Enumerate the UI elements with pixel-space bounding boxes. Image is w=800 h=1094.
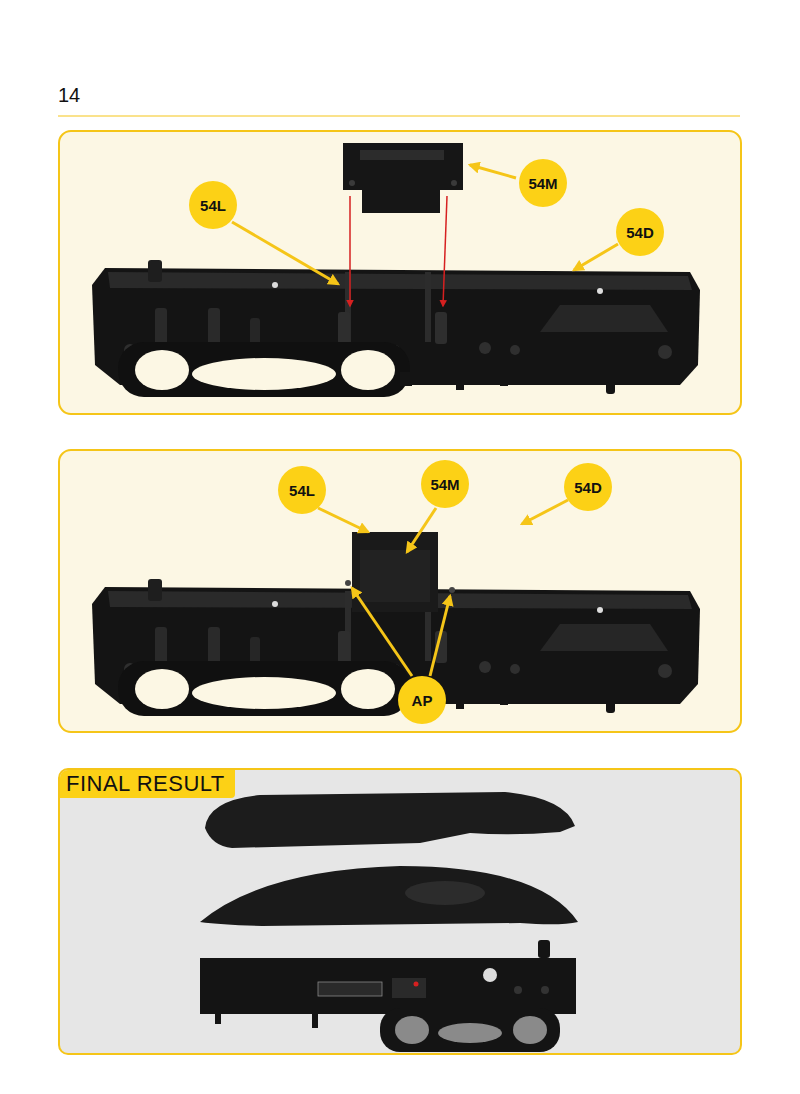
callout-number: 54D xyxy=(574,479,602,496)
leader-line xyxy=(352,588,412,676)
callout-number: AP xyxy=(412,692,433,709)
callout-circle: AP xyxy=(398,676,446,724)
leader-line xyxy=(470,165,516,178)
screw xyxy=(449,587,455,593)
dash-panel xyxy=(392,978,426,998)
dash-panel xyxy=(541,986,549,994)
callout-number: 54M xyxy=(528,175,557,192)
callout-number: 54L xyxy=(200,197,226,214)
dash-middle-cover xyxy=(405,881,485,905)
result-panel: FINAL RESULT xyxy=(58,768,742,1055)
dash-panel xyxy=(215,1014,221,1024)
step-panel xyxy=(59,131,741,414)
gauge-frame xyxy=(438,1023,502,1043)
step-panel xyxy=(59,450,741,732)
dash-panel xyxy=(514,986,522,994)
fit-arrow xyxy=(349,196,351,306)
leader-line xyxy=(407,508,436,552)
result-panel-ground xyxy=(59,769,741,1054)
center-panel-part xyxy=(360,550,430,602)
leader-line xyxy=(232,222,338,284)
dash-panel xyxy=(414,982,419,987)
callout-circle: 54L xyxy=(278,466,326,514)
dash-top-cover xyxy=(205,792,575,848)
dash-panel xyxy=(312,1014,318,1028)
header-rule xyxy=(58,116,740,117)
callout-circle: 54L xyxy=(189,181,237,229)
gauge-frame xyxy=(380,1008,560,1052)
fit-arrow xyxy=(443,196,447,306)
page-number: 14 xyxy=(58,84,80,107)
dashboard-part xyxy=(92,260,700,397)
leader-line xyxy=(574,244,618,270)
dash-panel xyxy=(538,940,550,958)
dash-panel xyxy=(318,982,382,996)
callout-number: 54D xyxy=(626,224,654,241)
leader-line xyxy=(522,500,568,524)
callout-circle: 54D xyxy=(564,463,612,511)
callout-number: 54L xyxy=(289,482,315,499)
leader-line xyxy=(318,508,368,532)
leader-line xyxy=(430,596,450,676)
center-panel-part xyxy=(343,143,463,213)
dash-panel xyxy=(200,958,576,1014)
callout-circle: 54M xyxy=(421,460,469,508)
callout-circle: 54M xyxy=(519,159,567,207)
center-panel-part xyxy=(360,150,444,160)
center-panel-part xyxy=(352,532,438,612)
screw xyxy=(345,580,351,586)
screw-hole xyxy=(349,180,355,186)
gauge-frame xyxy=(513,1016,547,1044)
callout-number: 54M xyxy=(430,476,459,493)
screw-hole xyxy=(451,180,457,186)
dash-panel xyxy=(483,968,497,982)
callout-circle: 54D xyxy=(616,208,664,256)
dash-middle-cover xyxy=(200,866,578,926)
center-panel-part xyxy=(343,143,463,213)
gauge-frame xyxy=(395,1016,429,1044)
panel-heading: FINAL RESULT xyxy=(60,770,235,798)
